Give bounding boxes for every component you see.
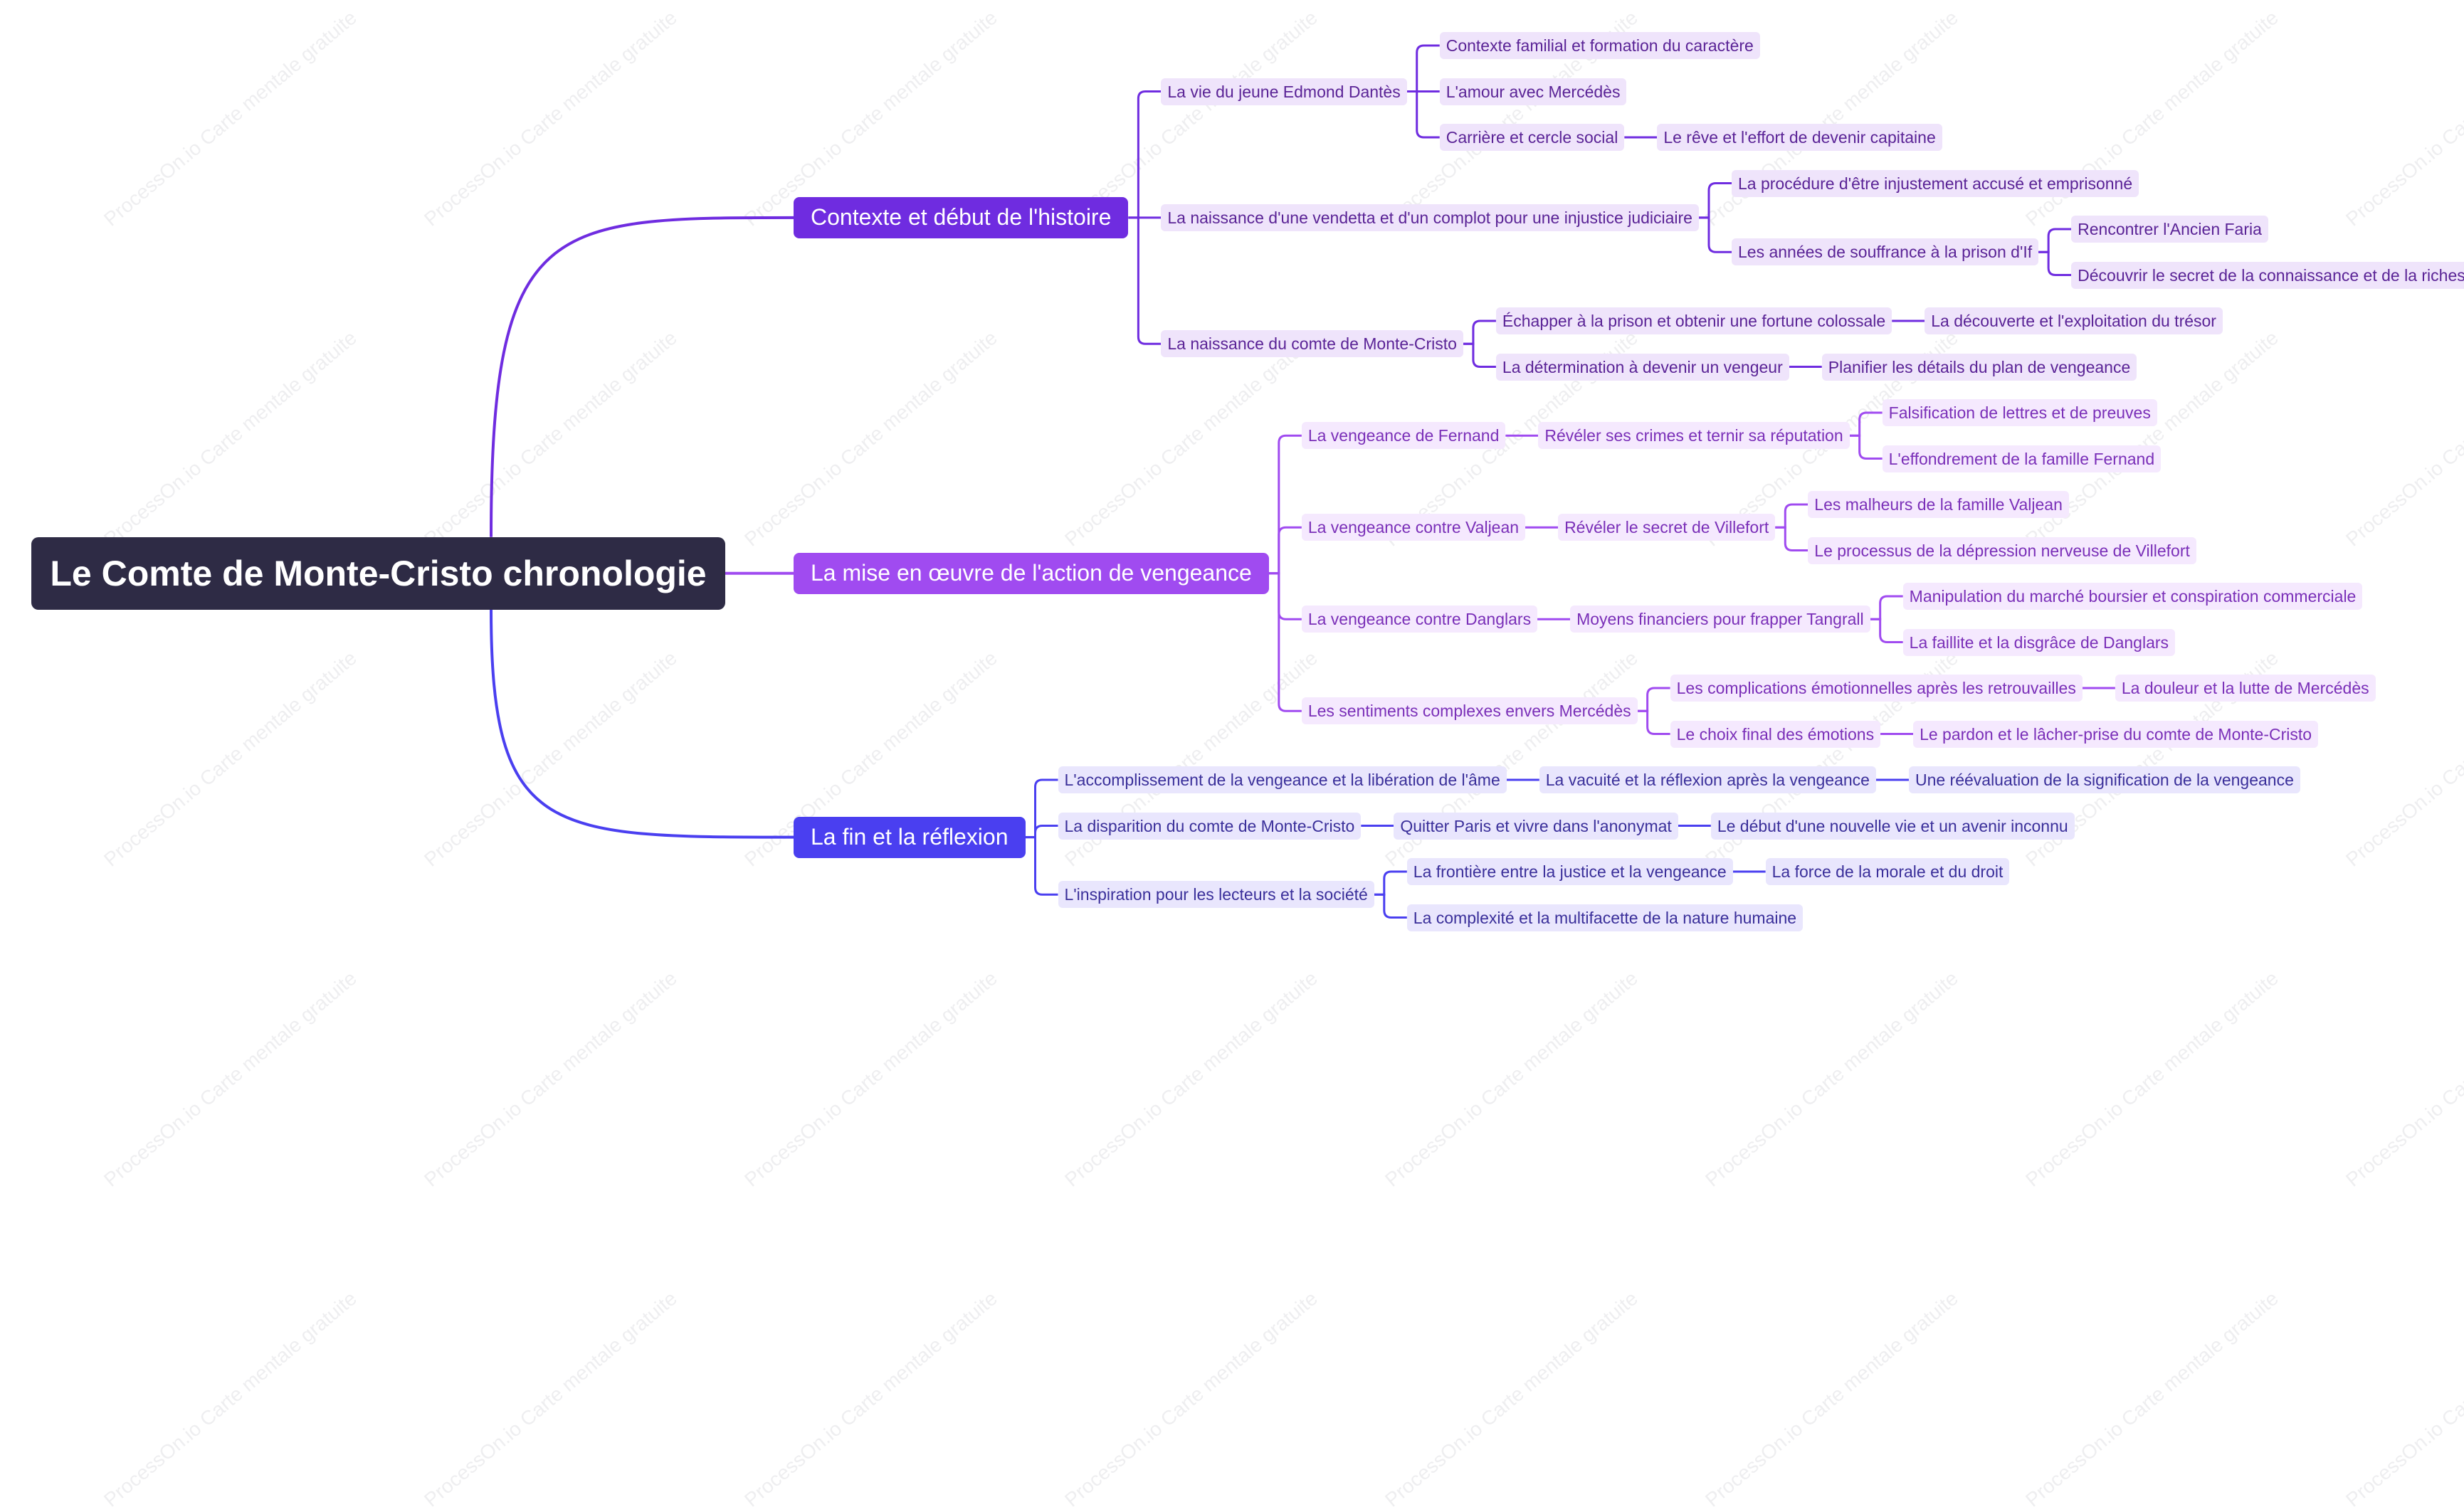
connector-line bbox=[1637, 709, 1670, 735]
topic-level-3[interactable]: Les complications émotionnelles après le… bbox=[1670, 675, 2083, 702]
connector-line bbox=[490, 216, 794, 537]
topic-level-3[interactable]: Le choix final des émotions bbox=[1670, 720, 1881, 748]
topic-level-3[interactable]: La vacuité et la réflexion après la veng… bbox=[1539, 766, 1876, 793]
topic-level-2[interactable]: Les sentiments complexes envers Mercédès bbox=[1301, 697, 1638, 725]
root-topic[interactable]: Le Comte de Monte-Cristo chronologie bbox=[31, 536, 725, 610]
connector-line bbox=[1849, 411, 1883, 437]
topic-level-3[interactable]: Carrière et cercle social bbox=[1439, 124, 1625, 151]
connector-line bbox=[1406, 44, 1440, 92]
connector-line bbox=[1463, 319, 1496, 345]
topic-level-3[interactable]: La complexité et la multifacette de la n… bbox=[1406, 904, 1804, 931]
connector-line bbox=[1128, 216, 1162, 345]
connector-line bbox=[1870, 618, 1903, 643]
watermark-text: ProcessOn.io Carte mentale gratuite bbox=[2342, 1287, 2464, 1511]
topic-level-3[interactable]: La procédure d'être injustement accusé e… bbox=[1731, 169, 2139, 197]
mind-map: Le Comte de Monte-Cristo chronologie Cont… bbox=[31, 32, 2464, 931]
topic-level-4[interactable]: Falsification de lettres et de preuves bbox=[1882, 399, 2157, 426]
topic-level-4[interactable]: Le rêve et l'effort de devenir capitaine bbox=[1657, 124, 1942, 151]
topic-level-3[interactable]: La détermination à devenir un vengeur bbox=[1495, 353, 1789, 381]
connector-line bbox=[1128, 90, 1162, 219]
connector-line bbox=[1698, 216, 1732, 253]
watermark-text: ProcessOn.io Carte mentale gratuite bbox=[420, 1286, 681, 1511]
topic-level-3[interactable]: Révéler ses crimes et ternir sa réputati… bbox=[1538, 422, 1850, 450]
connector-line bbox=[1775, 503, 1808, 529]
topic-level-2[interactable]: La naissance du comte de Monte-Cristo bbox=[1161, 330, 1463, 358]
connector-line bbox=[1463, 342, 1496, 368]
branch-topic-3[interactable]: La fin et la réflexion bbox=[794, 816, 1026, 858]
watermark-text: ProcessOn.io Carte mentale gratuite bbox=[2021, 1286, 2283, 1511]
topic-level-2[interactable]: La vengeance contre Valjean bbox=[1301, 514, 1526, 541]
watermark-text: ProcessOn.io Carte mentale gratuite bbox=[100, 1286, 361, 1511]
topic-level-4[interactable]: Le pardon et le lâcher-prise du comte de… bbox=[1913, 720, 2319, 748]
connector-line bbox=[490, 609, 794, 839]
connector-line bbox=[1870, 595, 1903, 620]
topic-level-4[interactable]: Les malheurs de la famille Valjean bbox=[1808, 491, 2069, 518]
topic-level-2[interactable]: L'inspiration pour les lecteurs et la so… bbox=[1058, 881, 1374, 909]
topic-level-4[interactable]: La découverte et l'exploitation du tréso… bbox=[1925, 307, 2223, 334]
topic-level-4[interactable]: L'effondrement de la famille Fernand bbox=[1882, 445, 2162, 472]
connector-line bbox=[1025, 778, 1058, 839]
connector-line bbox=[1268, 572, 1302, 620]
topic-level-4[interactable]: La force de la morale et du droit bbox=[1765, 858, 2010, 885]
topic-level-4[interactable]: Une réévaluation de la signification de … bbox=[1908, 766, 2300, 793]
topic-level-3[interactable]: Moyens financiers pour frapper Tangrall bbox=[1570, 606, 1870, 633]
connector-line bbox=[1775, 526, 1808, 551]
topic-level-2[interactable]: La naissance d'une vendetta et d'un comp… bbox=[1161, 203, 1699, 231]
topic-level-4[interactable]: Rencontrer l'Ancien Faria bbox=[2071, 216, 2268, 243]
watermark-text: ProcessOn.io Carte mentale gratuite bbox=[740, 1286, 1001, 1511]
watermark-text: ProcessOn.io Carte mentale gratuite bbox=[1381, 1286, 1642, 1511]
connector-line bbox=[1406, 90, 1440, 139]
topic-level-3[interactable]: Quitter Paris et vivre dans l'anonymat bbox=[1394, 812, 1678, 840]
connector-line bbox=[2038, 250, 2072, 276]
topic-level-4[interactable]: Le processus de la dépression nerveuse d… bbox=[1808, 536, 2196, 564]
topic-level-3[interactable]: Révéler le secret de Villefort bbox=[1558, 514, 1776, 541]
connector-layer bbox=[490, 44, 2115, 919]
topic-level-4[interactable]: Le début d'une nouvelle vie et un avenir… bbox=[1710, 812, 2075, 840]
watermark-text: ProcessOn.io Carte mentale gratuite bbox=[1701, 1286, 1962, 1511]
connector-line bbox=[1268, 572, 1302, 712]
topic-level-4[interactable]: Découvrir le secret de la connaissance e… bbox=[2071, 261, 2464, 289]
connector-line bbox=[1268, 526, 1302, 575]
connector-line bbox=[1698, 182, 1732, 219]
topic-level-2[interactable]: La vengeance contre Danglars bbox=[1301, 606, 1538, 633]
topic-level-3[interactable]: Échapper à la prison et obtenir une fort… bbox=[1495, 307, 1892, 334]
connector-line bbox=[1637, 687, 1670, 712]
topic-level-3[interactable]: Contexte familial et formation du caract… bbox=[1439, 32, 1760, 59]
topic-level-2[interactable]: La vie du jeune Edmond Dantès bbox=[1161, 78, 1407, 105]
connector-line bbox=[1849, 434, 1883, 460]
topic-level-3[interactable]: L'amour avec Mercédès bbox=[1439, 78, 1627, 105]
topic-level-2[interactable]: La vengeance de Fernand bbox=[1301, 422, 1506, 450]
connector-line bbox=[1374, 893, 1407, 919]
topic-level-4[interactable]: La douleur et la lutte de Mercédès bbox=[2115, 675, 2376, 702]
topic-level-3[interactable]: La frontière entre la justice et la veng… bbox=[1406, 858, 1733, 885]
connector-line bbox=[1374, 870, 1407, 896]
topic-level-2[interactable]: La disparition du comte de Monte-Cristo bbox=[1058, 812, 1362, 840]
topic-level-4[interactable]: Planifier les détails du plan de vengean… bbox=[1821, 353, 2137, 381]
topic-level-4[interactable]: Manipulation du marché boursier et consp… bbox=[1902, 583, 2363, 610]
branch-topic-2[interactable]: La mise en œuvre de l'action de vengeanc… bbox=[794, 552, 1269, 594]
connector-line bbox=[1025, 825, 1058, 839]
watermark-text: ProcessOn.io Carte mentale gratuite bbox=[1060, 1286, 1322, 1511]
connector-line bbox=[1025, 836, 1058, 896]
connector-line bbox=[1268, 434, 1302, 575]
branch-topic-1[interactable]: Contexte et début de l'histoire bbox=[794, 196, 1129, 238]
topic-level-4[interactable]: La faillite et la disgrâce de Danglars bbox=[1902, 628, 2176, 656]
topic-level-3[interactable]: Les années de souffrance à la prison d'I… bbox=[1731, 238, 2039, 266]
connector-line bbox=[2038, 228, 2072, 253]
topic-level-2[interactable]: L'accomplissement de la vengeance et la … bbox=[1058, 766, 1507, 793]
